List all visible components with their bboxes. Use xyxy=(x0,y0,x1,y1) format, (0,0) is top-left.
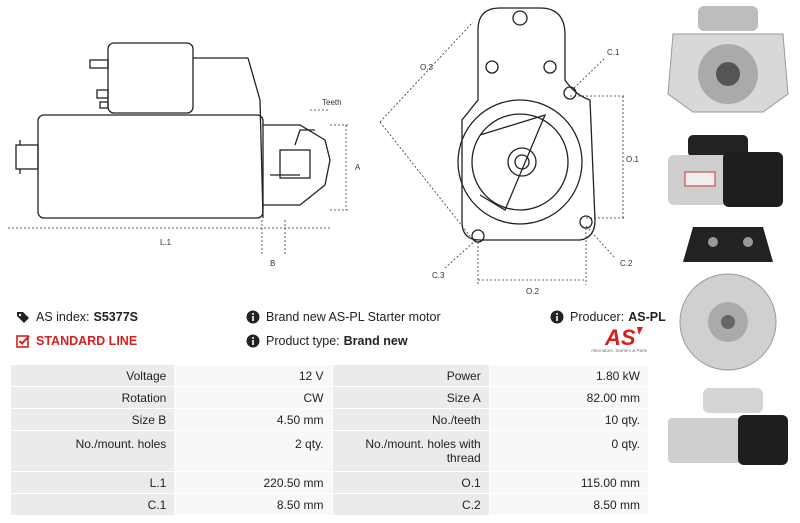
info-icon xyxy=(246,334,260,348)
product-type-row: Product type: Brand new xyxy=(246,334,408,348)
flange-outline xyxy=(461,7,596,241)
spec-value: 8.50 mm xyxy=(489,494,648,515)
spec-value: 2 qty. xyxy=(175,431,332,471)
label-a: A xyxy=(355,163,361,172)
spec-label: C.1 xyxy=(11,494,175,515)
label-b: B xyxy=(270,259,275,268)
spec-label: Size B xyxy=(11,409,175,430)
spec-value: 1.80 kW xyxy=(489,365,648,386)
as-pl-logo: AS xyxy=(604,325,643,350)
producer-row: Producer: AS-PL xyxy=(550,310,666,324)
spec-label: No./mount. holes with thread xyxy=(332,431,489,471)
check-square-icon xyxy=(16,335,30,348)
spec-label: Rotation xyxy=(11,387,175,408)
tag-icon xyxy=(17,312,29,323)
spec-value: 0 qty. xyxy=(489,431,648,471)
motor-body-outline xyxy=(37,114,264,219)
photo-front-view[interactable] xyxy=(663,4,793,114)
photo-top-view[interactable] xyxy=(663,383,793,478)
description-row: Brand new AS-PL Starter motor xyxy=(246,310,441,324)
product-description: Brand new AS-PL Starter motor xyxy=(266,310,441,324)
spec-label: No./mount. holes xyxy=(11,431,175,471)
label-o1: O.1 xyxy=(626,155,639,164)
label-o3: O.3 xyxy=(420,63,433,72)
label-c3: C.3 xyxy=(432,271,445,280)
as-index-value: S5377S xyxy=(93,310,138,324)
spec-label: C.2 xyxy=(332,494,489,515)
photo-rear-view[interactable] xyxy=(663,272,793,372)
label-c1: C.1 xyxy=(607,48,620,57)
standard-line-label: STANDARD LINE xyxy=(36,334,138,348)
spec-value: 8.50 mm xyxy=(175,494,332,515)
spec-value: CW xyxy=(175,387,332,408)
label-teeth: Teeth xyxy=(322,98,342,107)
solenoid-outline xyxy=(107,42,194,114)
photo-side-view[interactable] xyxy=(663,127,793,212)
spec-label: No./teeth xyxy=(332,409,489,430)
as-index-row: AS index: S5377S xyxy=(16,310,138,324)
label-l1: L.1 xyxy=(160,238,172,247)
spec-value: 115.00 mm xyxy=(489,472,648,493)
spec-label: Voltage xyxy=(11,365,175,386)
producer-value: AS-PL xyxy=(628,310,666,324)
info-icon xyxy=(550,310,564,324)
label-c2: C.2 xyxy=(620,259,633,268)
product-type-value: Brand new xyxy=(343,334,408,348)
spec-value: 12 V xyxy=(175,365,332,386)
spec-label: Size A xyxy=(332,387,489,408)
spec-label: O.1 xyxy=(332,472,489,493)
technical-drawing: Teeth A L.1 B O.3 C.1 O.1 C.3 C.2 O.2 xyxy=(8,7,639,296)
product-type-label: Product type: xyxy=(266,334,340,348)
spec-label: L.1 xyxy=(11,472,175,493)
spec-value: 220.50 mm xyxy=(175,472,332,493)
line-row: STANDARD LINE xyxy=(16,334,137,348)
brand-tagline: Alternators, Starters & Parts xyxy=(590,348,648,353)
spec-value: 4.50 mm xyxy=(175,409,332,430)
spec-label: Power xyxy=(332,365,489,386)
spec-value: 82.00 mm xyxy=(489,387,648,408)
producer-label: Producer: xyxy=(570,310,625,324)
svg-text:AS: AS xyxy=(604,325,636,350)
info-icon xyxy=(246,310,260,324)
photo-rear-terminals[interactable] xyxy=(663,222,793,272)
as-index-label: AS index: xyxy=(36,310,90,324)
product-photos xyxy=(655,0,800,523)
spec-value: 10 qty. xyxy=(489,409,648,430)
label-o2: O.2 xyxy=(526,287,539,296)
